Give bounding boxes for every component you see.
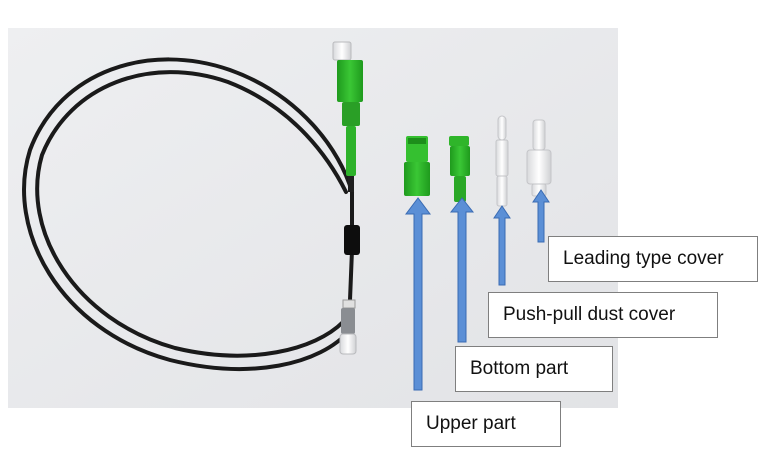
- leading-type-cover-arrow: [532, 189, 550, 243]
- label-push-pull-dust-cover: Push-pull dust cover: [488, 292, 718, 338]
- fiber-cable-coil: [22, 57, 354, 371]
- cable-tie: [344, 225, 360, 255]
- push-pull-dust-cover-arrow: [493, 205, 511, 286]
- coil-sc-connector: [332, 41, 363, 192]
- label-leading-type-cover: Leading type cover: [548, 236, 758, 282]
- upper-part-component: [404, 136, 430, 196]
- bottom-part-component: [449, 136, 470, 202]
- label-bottom-part: Bottom part: [455, 346, 613, 392]
- bottom-part-arrow: [449, 197, 475, 343]
- upper-part-arrow: [405, 197, 431, 391]
- photo-background: [8, 28, 618, 408]
- push-pull-dust-cover-component: [495, 115, 509, 207]
- label-upper-part: Upper part: [411, 401, 561, 447]
- coil-ferrule-end: [339, 299, 357, 355]
